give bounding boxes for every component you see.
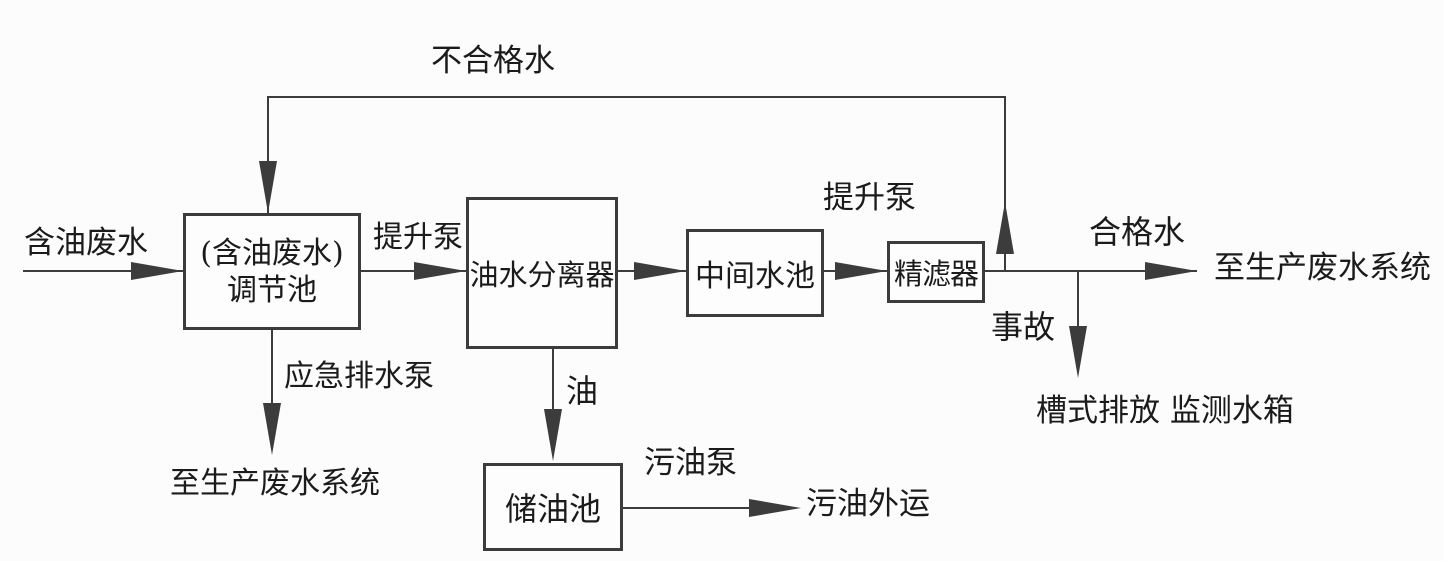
label-waste-oil-transport: 污油外运 [806, 486, 930, 522]
label-monitoring-tank: 槽式排放 监测水箱 [1036, 393, 1294, 429]
node-intermediate-tank: 中间水池 [686, 229, 824, 317]
arrow-oil-drain-icon [544, 409, 562, 461]
arrow-recycle-into-tank-icon [259, 161, 277, 213]
flow-line-filter-to-outlet [983, 270, 1197, 272]
arrow-intermediate-to-filter-icon [835, 262, 887, 280]
recycle-line-right-riser [1004, 96, 1006, 272]
waste-oil-out-line [621, 507, 753, 509]
label-oil: 油 [566, 372, 599, 410]
node-regulating-tank-line2: 调节池 [227, 272, 317, 308]
node-intermediate-tank-label: 中间水池 [695, 259, 815, 294]
oil-drain-line [552, 348, 554, 413]
arrow-separator-to-intermediate-icon [634, 262, 686, 280]
arrow-waste-oil-out-icon [749, 499, 801, 517]
label-emergency-drain-pump: 应急排水泵 [284, 359, 434, 394]
arrow-emergency-drain-icon [263, 403, 281, 455]
node-regulating-tank-line1: (含油废水) [200, 235, 344, 271]
recycle-line-top [268, 96, 1006, 98]
arrow-inflow-icon [131, 262, 183, 280]
arrow-qualified-outlet-icon [1145, 262, 1197, 280]
label-qualified-water: 合格水 [1089, 213, 1186, 251]
emergency-drain-line [271, 328, 273, 408]
node-oil-storage-tank: 储油池 [483, 463, 623, 551]
node-fine-filter-label: 精滤器 [893, 257, 979, 291]
label-inflow: 含油废水 [24, 225, 148, 261]
node-oil-water-separator: 油水分离器 [466, 197, 618, 349]
label-waste-oil-pump: 污油泵 [644, 445, 737, 481]
node-oil-water-separator-label: 油水分离器 [469, 258, 615, 292]
arrow-recycle-riser-icon [996, 202, 1014, 254]
recycle-line-left-drop [267, 96, 269, 214]
label-lift-pump-2: 提升泵 [823, 180, 916, 216]
label-lift-pump-1: 提升泵 [373, 220, 463, 255]
arrow-tank-to-separator-icon [414, 262, 466, 280]
label-unqualified-water: 不合格水 [431, 43, 555, 79]
accident-branch-line [1077, 271, 1079, 333]
node-regulating-tank: (含油废水) 调节池 [183, 213, 361, 330]
flow-line-inflow [23, 270, 183, 272]
flow-line-tank-to-separator [359, 270, 466, 272]
node-oil-storage-tank-label: 储油池 [504, 490, 601, 528]
arrow-accident-branch-icon [1069, 326, 1087, 378]
label-to-production-wastewater-left: 至生产废水系统 [170, 466, 380, 501]
label-to-production-wastewater-right: 至生产废水系统 [1214, 250, 1431, 286]
label-accident: 事故 [991, 308, 1056, 346]
node-fine-filter: 精滤器 [887, 241, 985, 303]
